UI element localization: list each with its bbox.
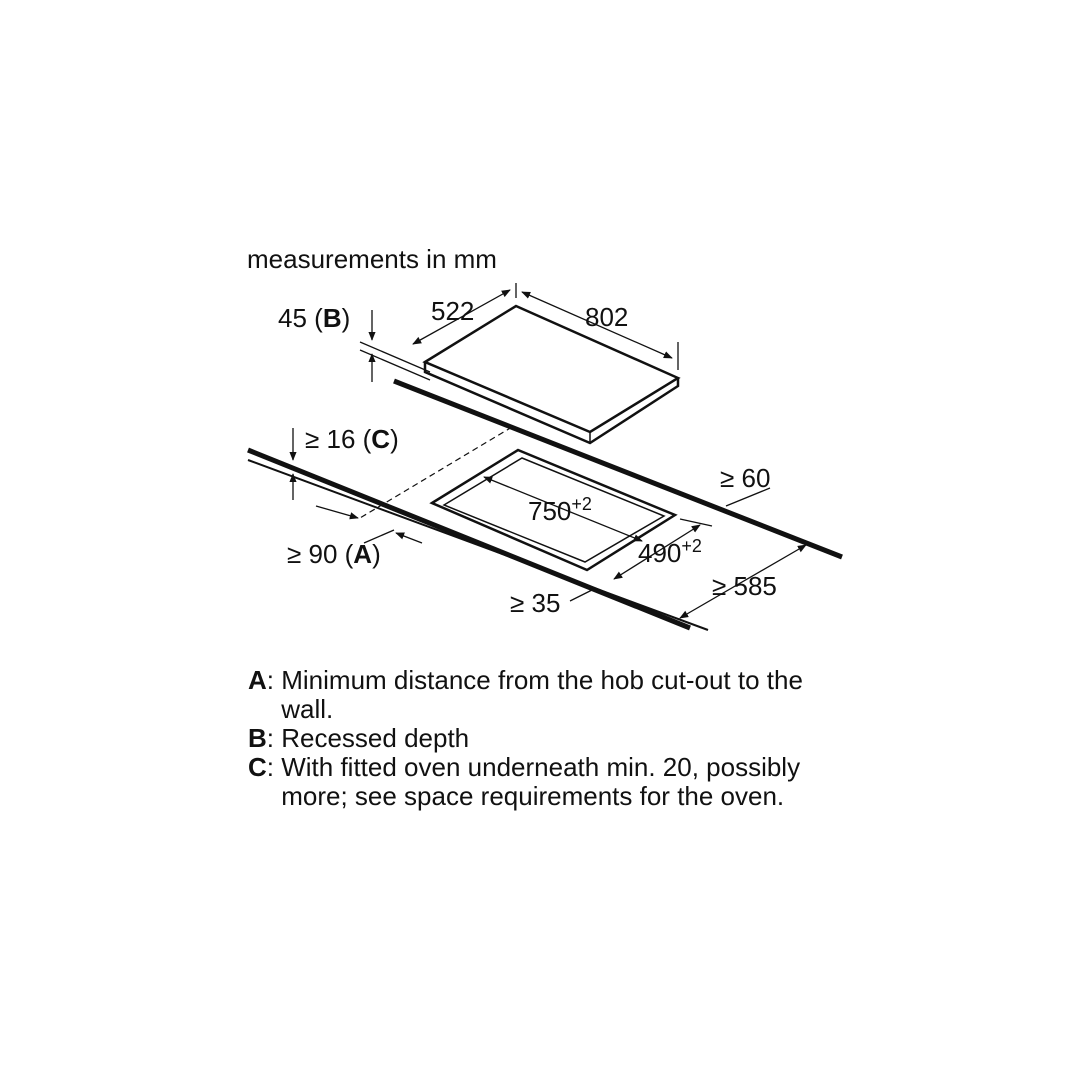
legend: A: Minimum distance from the hob cut-out… [248, 666, 848, 811]
legend-item: C: With fitted oven underneath min. 20, … [248, 753, 848, 811]
diagram-title: measurements in mm [247, 244, 497, 274]
worktop [247, 378, 843, 631]
recess-depth-label: 45 (B) [278, 303, 350, 333]
cutout-dimensions [289, 428, 807, 619]
hob [422, 304, 681, 445]
legend-text: Recessed depth [281, 723, 470, 753]
legend-item: A: Minimum distance from the hob cut-out… [248, 666, 848, 724]
cutout-width-label: 750+2 [528, 494, 592, 526]
hob-depth-label: 522 [431, 296, 474, 326]
legend-key: A [248, 665, 267, 695]
cutout [429, 448, 678, 572]
legend-text: With fitted oven underneath min. 20, pos… [281, 752, 801, 811]
min-16-label: ≥ 16 (C) [305, 424, 399, 454]
legend-item: B: Recessed depth [248, 724, 848, 753]
min-585-label: ≥ 585 [712, 571, 777, 601]
legend-separator: : [266, 752, 282, 782]
cutout-depth-label: 490+2 [638, 536, 702, 568]
min-60-label: ≥ 60 [720, 463, 770, 493]
legend-separator: : [266, 665, 282, 695]
legend-text: Minimum distance from the hob cut-out to… [281, 665, 803, 724]
legend-key: C [248, 752, 267, 782]
min-35-label: ≥ 35 [510, 588, 560, 618]
legend-separator: : [266, 723, 282, 753]
hob-dimensions [359, 283, 679, 382]
legend-key: B [248, 723, 267, 753]
hob-width-label: 802 [585, 302, 628, 332]
min-90-label: ≥ 90 (A) [287, 539, 381, 569]
